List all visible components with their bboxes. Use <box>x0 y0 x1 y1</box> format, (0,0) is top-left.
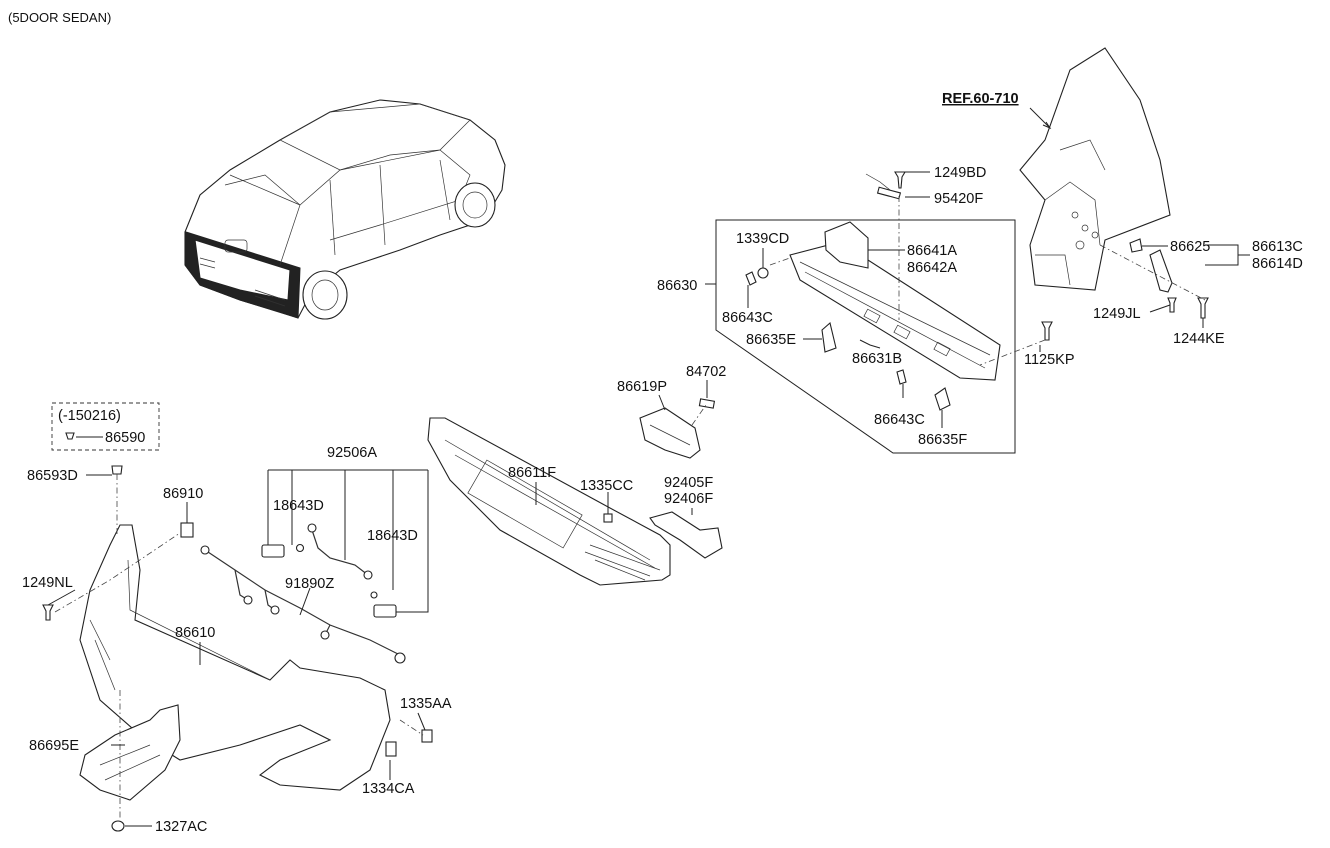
option-range: (-150216) <box>58 408 121 424</box>
label-86635E: 86635E <box>746 332 796 348</box>
label-86631B: 86631B <box>852 351 902 367</box>
ref-label: REF.60-710 <box>942 91 1019 107</box>
bolt-1244KE <box>1197 297 1209 319</box>
label-1327AC: 1327AC <box>155 819 207 835</box>
label-91890Z: 91890Z <box>285 576 334 592</box>
screw-1249JL <box>1167 297 1177 313</box>
label-86619P: 86619P <box>617 379 667 395</box>
label-86695E: 86695E <box>29 738 79 754</box>
sensor-cable <box>311 529 369 576</box>
clip-84702 <box>698 398 716 409</box>
molding-92405F <box>649 511 723 559</box>
leader-lines <box>47 171 1250 827</box>
clip-1334CA <box>385 741 397 757</box>
label-86642A: 86642A <box>907 260 957 276</box>
label-86613C: 86613C <box>1252 239 1303 255</box>
clip-86910 <box>180 522 194 538</box>
sensor-95420F <box>876 186 902 200</box>
label-1334CA: 1334CA <box>362 781 415 797</box>
label-1125KP: 1125KP <box>1024 352 1075 368</box>
label-92406F: 92406F <box>664 491 713 507</box>
label-92506A: 92506A <box>327 445 377 461</box>
label-18643D-a: 18643D <box>273 498 324 514</box>
label-86910: 86910 <box>163 486 203 502</box>
nut-1327AC <box>111 820 125 832</box>
clip-86590-icon <box>65 432 75 440</box>
label-86593D: 86593D <box>27 468 78 484</box>
label-84702: 84702 <box>686 364 726 380</box>
clip-86625 <box>1129 238 1143 253</box>
bracket-86635E <box>821 321 837 353</box>
label-1335AA: 1335AA <box>400 696 452 712</box>
nut-1339CD <box>757 267 769 279</box>
option-part: 86590 <box>105 430 145 446</box>
label-86611F: 86611F <box>508 465 556 481</box>
label-92405F: 92405F <box>664 475 713 491</box>
back-beam <box>789 241 1001 381</box>
label-1249BD: 1249BD <box>934 165 986 181</box>
grommet-18643D-a <box>295 543 305 553</box>
clip-86643C-b <box>896 369 907 385</box>
label-86643C-a: 86643C <box>722 310 773 326</box>
lower-cover-86611F <box>427 417 671 586</box>
bracket-86619P <box>639 407 701 459</box>
label-95420F: 95420F <box>934 191 983 207</box>
clip-1335CC <box>603 513 613 523</box>
grommet-18643D-b <box>370 591 378 599</box>
bolt-1249BD <box>894 171 906 189</box>
bracket-86635F <box>934 387 951 411</box>
rail-assembly-box <box>715 219 1016 454</box>
clip-86643C-a <box>745 271 757 286</box>
label-86610: 86610 <box>175 625 215 641</box>
quarter-panel <box>1019 47 1171 291</box>
label-86635F: 86635F <box>918 432 967 448</box>
bracket-86641A <box>824 221 869 269</box>
label-1339CD: 1339CD <box>736 231 789 247</box>
label-86641A: 86641A <box>907 243 957 259</box>
clip-1335AA <box>421 729 433 743</box>
diagram-title: (5DOOR SEDAN) <box>8 10 111 25</box>
clip-86593D <box>111 465 123 475</box>
label-86614D: 86614D <box>1252 256 1303 272</box>
label-1335CC: 1335CC <box>580 478 633 494</box>
wiring-harness-91890Z <box>200 545 406 664</box>
label-1249NL: 1249NL <box>22 575 73 591</box>
label-1249JL: 1249JL <box>1093 306 1141 322</box>
label-18643D-b: 18643D <box>367 528 418 544</box>
label-1244KE: 1244KE <box>1173 331 1225 347</box>
label-86625: 86625 <box>1170 239 1210 255</box>
label-86643C-b: 86643C <box>874 412 925 428</box>
screw-1249NL <box>42 604 54 621</box>
bolt-1125KP <box>1041 321 1053 341</box>
under-cover-86695E <box>79 704 181 801</box>
bracket-86613C <box>1149 249 1173 293</box>
sensor-92506A-a <box>261 544 285 558</box>
sensor-92506A-b <box>373 604 397 618</box>
car-illustration <box>184 99 506 320</box>
label-86630: 86630 <box>657 278 697 294</box>
